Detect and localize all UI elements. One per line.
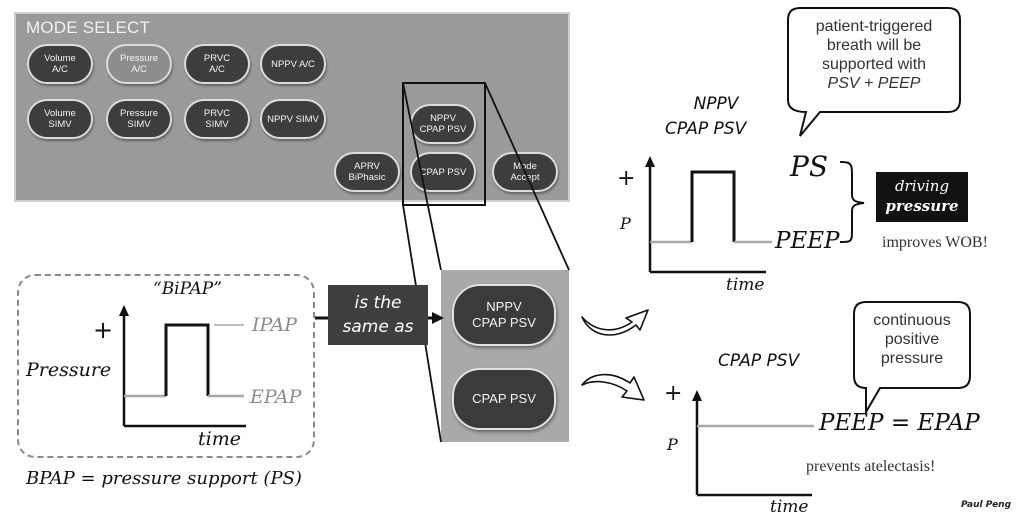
mode-nppv-simv-button[interactable]: NPPV SIMV <box>260 99 326 139</box>
mode-aprv-biphasic-button[interactable]: APRV BiPhasic <box>334 152 400 192</box>
cpap-x-label: time <box>770 497 809 517</box>
nppv-pressure-pulse <box>690 170 736 242</box>
nppv-title-line-1: NPPV <box>693 94 739 114</box>
bipap-plus-sign: + <box>93 316 114 344</box>
zoom-nppv-cpap-psv-button[interactable]: NPPV CPAP PSV <box>452 284 556 346</box>
nppv-y-arrowhead <box>645 156 655 167</box>
nppv-graph <box>645 156 772 274</box>
same-as-line-1: is the <box>354 293 402 313</box>
curved-arrow-up <box>581 309 649 336</box>
ps-peep-brace <box>839 161 865 243</box>
speech-bubble-top <box>787 7 961 137</box>
bipap-y-label: Pressure <box>26 359 112 381</box>
bipap-box <box>17 274 315 458</box>
mode-nppv-ac-button[interactable]: NPPV A/C <box>260 44 326 84</box>
ps-label: PS <box>790 150 829 183</box>
mode-volume-simv-button[interactable]: Volume SIMV <box>27 99 93 139</box>
speech-bubble-bottom <box>853 301 971 416</box>
bottom-bubble-line-1: continuous <box>873 312 951 329</box>
driving-pressure-line-2: pressure <box>885 197 959 215</box>
mode-select-title: MODE SELECT <box>26 18 151 37</box>
nppv-plus-sign: + <box>617 166 636 191</box>
mode-prvc-simv-button[interactable]: PRVC SIMV <box>184 99 250 139</box>
peep-label: PEEP <box>775 228 840 254</box>
bipap-graph <box>119 305 246 428</box>
nppv-y-label: P <box>620 214 631 233</box>
cpap-y-arrowhead <box>692 390 702 401</box>
zoom-cpap-psv-button[interactable]: CPAP PSV <box>452 368 556 430</box>
same-as-label: is the same as <box>328 285 428 345</box>
mode-nppv-cpap-psv-button[interactable]: NPPV CPAP PSV <box>410 104 476 144</box>
bpap-caption: BPAP = pressure support (PS) <box>26 468 302 489</box>
nppv-title-line-2: CPAP PSV <box>665 119 747 139</box>
bipap-pressure-pulse <box>164 323 210 396</box>
bipap-x-label: time <box>198 428 241 450</box>
improves-wob-note: improves WOB! <box>882 234 988 251</box>
driving-pressure-label: driving pressure <box>876 172 968 222</box>
mode-pressure-ac-button[interactable]: Pressure A/C <box>106 44 172 84</box>
driving-pressure-line-1: driving <box>894 177 950 195</box>
mode-prvc-ac-button[interactable]: PRVC A/C <box>184 44 250 84</box>
top-bubble-line-1: patient-triggered <box>815 18 933 35</box>
bottom-bubble-line-2: positive <box>884 331 940 348</box>
peep-equals-epap-label: PEEP = EPAP <box>819 410 980 436</box>
ipap-label: IPAP <box>252 314 298 336</box>
prevents-atelectasis-note: prevents atelectasis! <box>806 458 936 475</box>
bipap-y-arrowhead <box>119 305 129 316</box>
bottom-bubble-line-3: pressure <box>880 350 944 367</box>
cpap-graph <box>692 390 814 497</box>
cpap-y-label: P <box>667 435 678 454</box>
same-as-line-2: same as <box>342 317 414 337</box>
projection-line-top-left <box>402 82 442 271</box>
zoomed-mode-panel: NPPV CPAP PSV CPAP PSV <box>441 270 569 442</box>
top-bubble-line-2: breath will be <box>826 37 922 54</box>
top-bubble-text: patient-triggered breath will be support… <box>790 17 958 93</box>
mode-select-panel: MODE SELECT Volume A/C Pressure A/C PRVC… <box>14 12 570 202</box>
bipap-title: “BiPAP” <box>153 279 222 299</box>
curved-arrow-down <box>581 373 645 401</box>
author-signature: Paul Peng <box>961 500 1012 510</box>
cpap-title: CPAP PSV <box>718 351 800 371</box>
mode-pressure-simv-button[interactable]: Pressure SIMV <box>106 99 172 139</box>
epap-label: EPAP <box>250 386 302 408</box>
cpap-plus-sign: + <box>664 381 683 406</box>
nppv-x-label: time <box>726 275 765 295</box>
bottom-bubble-text: continuous positive pressure <box>856 311 968 368</box>
top-bubble-line-4: PSV + PEEP <box>827 75 921 92</box>
projection-line-top-right <box>484 82 570 271</box>
highlight-box <box>402 82 486 206</box>
mode-volume-ac-button[interactable]: Volume A/C <box>27 44 93 84</box>
same-as-arrowhead <box>432 312 444 324</box>
top-bubble-line-3: supported with <box>821 56 927 73</box>
